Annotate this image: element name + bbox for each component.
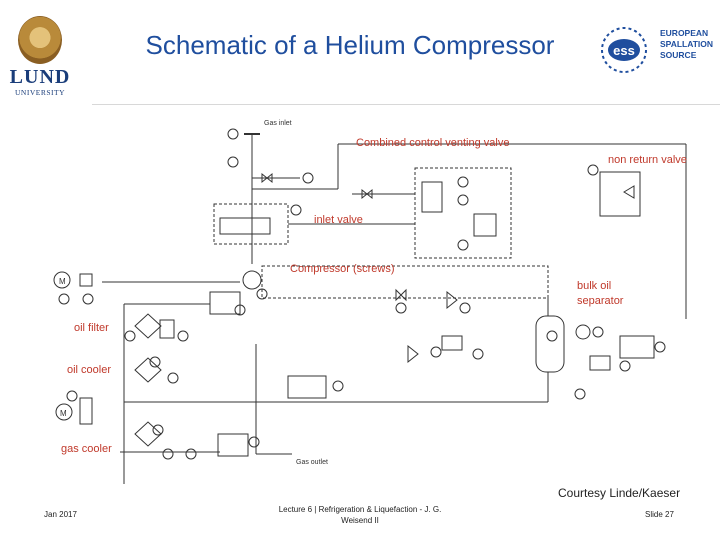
lund-logo-name: LUND	[9, 66, 71, 88]
compressor-schematic: Gas inlet M	[0, 104, 720, 484]
fan-motor-icon	[55, 403, 73, 421]
inlet-check-valve-icon	[261, 172, 273, 184]
footer-lecture-line1: Lecture 6 | Refrigeration & Liquefaction…	[278, 505, 442, 514]
courtesy-note: Courtesy Linde/Kaeser	[558, 486, 681, 500]
label-inlet-valve: inlet valve	[314, 214, 363, 226]
non-return-valve-box	[599, 171, 641, 217]
combined-valve-body	[421, 181, 443, 213]
venting-valve-body	[473, 213, 497, 237]
footer-lecture: Lecture 6 | Refrigeration & Liquefaction…	[260, 504, 460, 526]
combined-valve-box	[414, 167, 512, 259]
compressor-box	[261, 265, 549, 299]
label-bulk-oil-1: bulk oil	[577, 280, 612, 292]
footer-lecture-line2: Weisend II	[341, 516, 379, 525]
bypass-valve-icon	[361, 188, 373, 200]
schematic-drawing: Gas inlet M	[53, 120, 687, 484]
label-oil-cooler: oil cooler	[67, 364, 112, 376]
inlet-valve-box	[213, 203, 289, 245]
slide-header: LUND UNIVERSITY Schematic of a Helium Co…	[0, 0, 720, 104]
non-return-valve-icon	[623, 185, 635, 199]
ess-mark-icon: ess	[601, 27, 647, 73]
label-bulk-oil-2: separator	[577, 295, 624, 307]
footer-date: Jan 2017	[44, 510, 77, 519]
inlet-valve-body	[219, 217, 271, 235]
label-non-return-valve: non return valve	[608, 154, 687, 166]
label-combined-valve: Combined control venting valve	[356, 137, 510, 149]
ess-logo: ess EUROPEAN SPALLATION SOURCE	[594, 22, 714, 78]
oil-filter-icon	[134, 313, 162, 339]
ess-mark-text: ess	[613, 43, 635, 58]
svg-text:M: M	[59, 277, 66, 286]
svg-text:M: M	[60, 409, 67, 418]
slide-title: Schematic of a Helium Compressor	[145, 30, 555, 60]
oil-separator-vessel	[535, 315, 565, 373]
label-compressor: Compressor (screws)	[290, 263, 395, 275]
lund-logo-sub: UNIVERSITY	[15, 88, 65, 97]
label-oil-filter: oil filter	[74, 322, 109, 334]
lund-university-logo: LUND UNIVERSITY	[8, 16, 72, 100]
header-divider	[92, 104, 720, 105]
compressor-rotor	[242, 270, 262, 290]
ess-logo-text: EUROPEAN SPALLATION SOURCE	[660, 28, 713, 61]
label-gas-cooler: gas cooler	[61, 443, 112, 455]
ess-line-2: SPALLATION	[660, 39, 714, 49]
lund-crest-icon	[18, 16, 62, 64]
gas-outlet-text: Gas outlet	[296, 459, 328, 466]
ess-line-1: EUROPEAN	[660, 28, 709, 38]
ess-line-3: SOURCE	[660, 50, 697, 60]
pressure-gauge-icon	[575, 324, 591, 340]
motor-icon	[53, 271, 71, 289]
oil-cooler-icon	[134, 357, 162, 383]
footer-slide-number: Slide 27	[645, 510, 674, 519]
gas-cooler-icon	[134, 421, 162, 447]
gas-inlet-text: Gas inlet	[264, 120, 292, 127]
tag-inlet-pt	[227, 128, 239, 140]
